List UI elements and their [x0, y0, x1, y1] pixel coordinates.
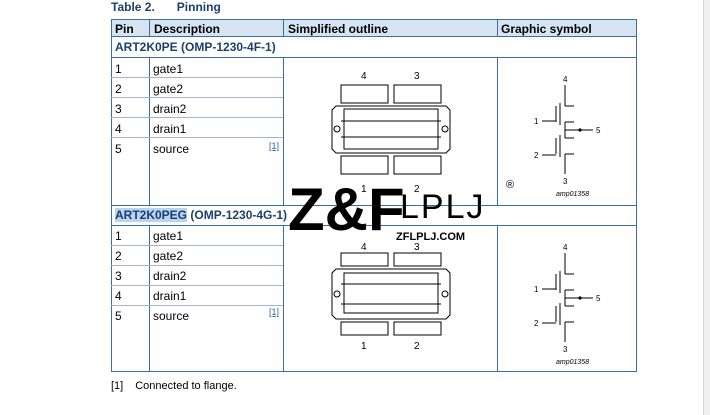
section-divider: [111, 205, 637, 206]
pin-description: drain1: [153, 122, 187, 136]
footnote-link[interactable]: [1]: [269, 141, 280, 151]
row-divider: [111, 137, 283, 138]
footnote: [1] Connected to flange.: [111, 380, 237, 392]
watermark-registered-mark: ®: [506, 179, 514, 191]
row-divider: [111, 245, 283, 246]
row-divider: [111, 97, 283, 98]
table-caption-label: Table 2.: [111, 0, 155, 14]
table-border-bottom: [111, 371, 637, 372]
row-divider: [111, 305, 283, 306]
section-divider: [111, 225, 637, 226]
footnote-text: Connected to flange.: [135, 380, 237, 392]
column-divider: [497, 225, 498, 372]
section-title: ART2K0PE (OMP-1230-4F-1): [112, 38, 636, 56]
table-border-left: [111, 19, 112, 372]
outline-pin-label: 4: [361, 242, 367, 253]
package-outline-4g: 4 3 1 2: [331, 242, 451, 352]
watermark-brand: LPLJ: [400, 188, 486, 226]
symbol-pin-label: 4: [563, 75, 568, 84]
outline-pin-label: 3: [414, 71, 420, 82]
table-header: Pin Description Simplified outline Graph…: [111, 19, 637, 37]
pin-description: source: [153, 309, 190, 323]
symbol-pin-label: 3: [563, 345, 568, 354]
pin-number: 3: [115, 102, 122, 116]
row-divider: [111, 265, 283, 266]
pin-description: gate1: [153, 62, 184, 76]
row-divider: [111, 285, 283, 286]
column-divider: [149, 57, 150, 205]
header-description: Description: [154, 22, 221, 36]
pin-number: 5: [115, 309, 122, 323]
table-caption: Table 2. Pinning: [111, 0, 221, 14]
column-divider: [149, 225, 150, 372]
pin-number: 2: [115, 82, 122, 96]
mosfet-symbol: 4 1 2 5 3 amp01358: [534, 243, 601, 366]
header-symbol: Graphic symbol: [501, 22, 592, 36]
footnote-link[interactable]: [1]: [269, 307, 280, 317]
pin-number: 3: [115, 269, 122, 283]
header-divider: [149, 19, 150, 37]
package-outline-4f: 4 3 1 2: [331, 71, 451, 195]
pin-description: drain2: [153, 102, 187, 116]
mosfet-symbol: 4 1 2 5 3 amp01358: [534, 75, 601, 198]
symbol-code: amp01358: [556, 359, 589, 366]
pin-number: 4: [115, 289, 122, 303]
symbol-pin-label: 3: [563, 177, 568, 186]
column-divider: [497, 57, 498, 205]
section-title: ART2K0PEG (OMP-1230-4G-1): [112, 206, 636, 224]
row-divider: [111, 117, 283, 118]
symbol-code: amp01358: [556, 191, 589, 198]
watermark-logo: Z&F LPLJ ® ZFLPLJ.COM: [288, 176, 514, 242]
pin-number: 5: [115, 142, 122, 156]
symbol-pin-label: 2: [534, 151, 539, 160]
symbol-pin-label: 4: [563, 243, 568, 252]
symbol-pin-label: 5: [596, 294, 601, 303]
outline-pin-label: 1: [361, 184, 367, 195]
table-caption-title: Pinning: [176, 0, 221, 14]
outline-pin-label: 2: [414, 341, 420, 352]
pin-number: 4: [115, 122, 122, 136]
outline-pin-label: 4: [361, 71, 367, 82]
header-divider: [283, 19, 284, 37]
column-divider: [283, 57, 284, 205]
watermark-site: ZFLPLJ.COM: [396, 231, 465, 242]
pin-description: gate2: [153, 249, 184, 263]
header-divider: [497, 19, 498, 37]
symbol-pin-label: 1: [534, 285, 539, 294]
section-title-text: (OMP-1230-4G-1): [187, 208, 288, 222]
pin-number: 1: [115, 229, 122, 243]
column-divider: [283, 225, 284, 372]
section-title-text: ART2K0PE (OMP-1230-4F-1): [115, 40, 276, 54]
footnote-ref: [1]: [111, 380, 124, 392]
window-edge: [703, 0, 710, 415]
symbol-pin-label: 5: [596, 126, 601, 135]
header-outline: Simplified outline: [288, 22, 389, 36]
table-border-right: [636, 19, 637, 372]
pin-description: drain2: [153, 269, 187, 283]
pin-description: source: [153, 142, 190, 156]
outline-pin-label: 2: [414, 184, 420, 195]
header-pin: Pin: [115, 22, 134, 36]
symbol-pin-label: 1: [534, 117, 539, 126]
pin-number: 2: [115, 249, 122, 263]
watermark-logo-text: Z&F: [288, 176, 405, 242]
pinning-table: Pin Description Simplified outline Graph…: [111, 19, 637, 372]
pin-description: drain1: [153, 289, 187, 303]
section-title-selected: ART2K0PEG: [115, 208, 188, 222]
pin-description: gate1: [153, 229, 184, 243]
row-divider: [111, 77, 283, 78]
outline-pin-label: 3: [414, 242, 420, 253]
symbol-pin-label: 2: [534, 319, 539, 328]
pin-description: gate2: [153, 82, 184, 96]
section-divider: [111, 57, 637, 58]
outline-pin-label: 1: [361, 341, 367, 352]
pin-number: 1: [115, 62, 122, 76]
